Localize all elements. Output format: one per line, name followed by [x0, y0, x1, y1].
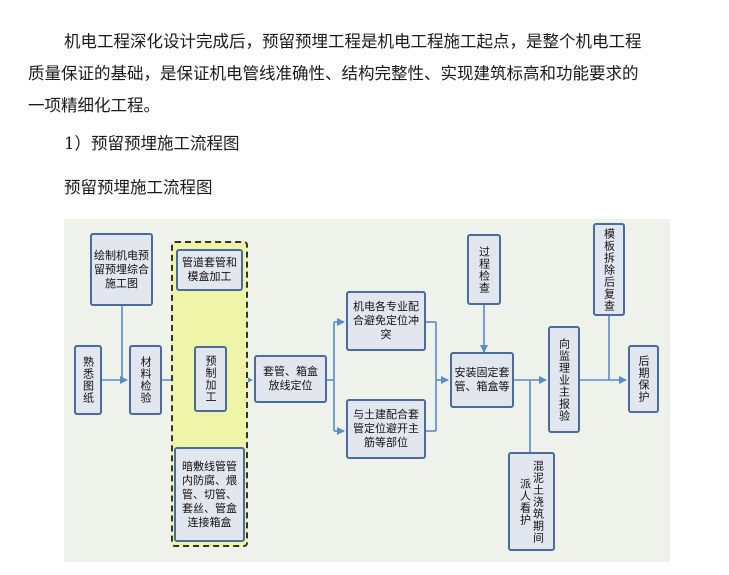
- node-later-protection: 后期保护: [628, 345, 659, 413]
- node-report-supervisor: 向监理业主报验: [548, 326, 580, 433]
- node-label: 向监理业主报验: [557, 337, 571, 422]
- node-label: 过程检查: [477, 245, 491, 294]
- node-label: 材料检验: [139, 356, 152, 404]
- node-label: 机电各专业配合避免定位冲突: [353, 300, 419, 341]
- figure-title: 预留预埋施工流程图: [64, 178, 213, 197]
- intro-line-3: 一项精细化工程。: [28, 96, 160, 115]
- node-label: 与土建配合套管定位避开主筋等部位: [353, 408, 419, 449]
- section-heading: 1）预留预埋施工流程图: [64, 134, 240, 153]
- node-install-fix: 安装固定套管、箱盒等: [450, 352, 514, 408]
- node-sleeve-processing: 管道套管和模盒加工: [176, 249, 243, 291]
- node-coordinate-civil: 与土建配合套管定位避开主筋等部位: [346, 399, 426, 459]
- node-draw-drawings: 绘制机电预留预埋综合施工图: [90, 233, 153, 306]
- node-label: 套管、箱盒放线定位: [263, 365, 318, 392]
- node-label: 管道套管和模盒加工: [182, 256, 237, 283]
- node-sleeve-positioning: 套管、箱盒放线定位: [254, 355, 327, 403]
- node-label: 安装固定套管、箱盒等: [454, 366, 510, 393]
- intro-paragraph: 机电工程深化设计完成后，预留预埋工程是机电工程施工起点，是整个机电工程 质量保证…: [28, 26, 708, 122]
- node-label: 预制加工: [204, 355, 217, 403]
- node-label: 绘制机电预留预埋综合施工图: [94, 248, 149, 290]
- node-conduit-treatment: 暗敷线管管内防腐、煨管、切管、套丝、管盒连接箱盒: [174, 447, 245, 542]
- intro-line-2: 质量保证的基础，是保证机电管线准确性、结构完整性、实现建筑标高和功能要求的: [28, 64, 639, 83]
- node-familiarize-drawings: 熟悉图纸: [74, 345, 102, 415]
- node-label: 后期保护: [637, 355, 650, 403]
- node-label: 混泥土浇筑期间派人看护: [518, 459, 545, 544]
- node-label: 模板拆除后复查: [602, 227, 616, 312]
- node-coordinate-mep: 机电各专业配合避免定位冲突: [346, 291, 426, 351]
- node-material-inspection: 材料检验: [129, 345, 162, 415]
- node-prefab-processing: 预制加工: [194, 346, 227, 412]
- node-formwork-recheck: 模板拆除后复查: [593, 223, 625, 316]
- intro-line-1: 机电工程深化设计完成后，预留预埋工程是机电工程施工起点，是整个机电工程: [64, 32, 642, 51]
- node-label: 暗敷线管管内防腐、煨管、切管、套丝、管盒连接箱盒: [182, 459, 237, 529]
- node-concrete-watch: 混泥土浇筑期间派人看护: [508, 452, 555, 551]
- node-label: 熟悉图纸: [81, 356, 95, 404]
- node-process-inspection: 过程检查: [467, 234, 501, 305]
- flowchart: 熟悉图纸 绘制机电预留预埋综合施工图 材料检验 管道套管和模盒加工 预制加工 暗…: [64, 219, 670, 562]
